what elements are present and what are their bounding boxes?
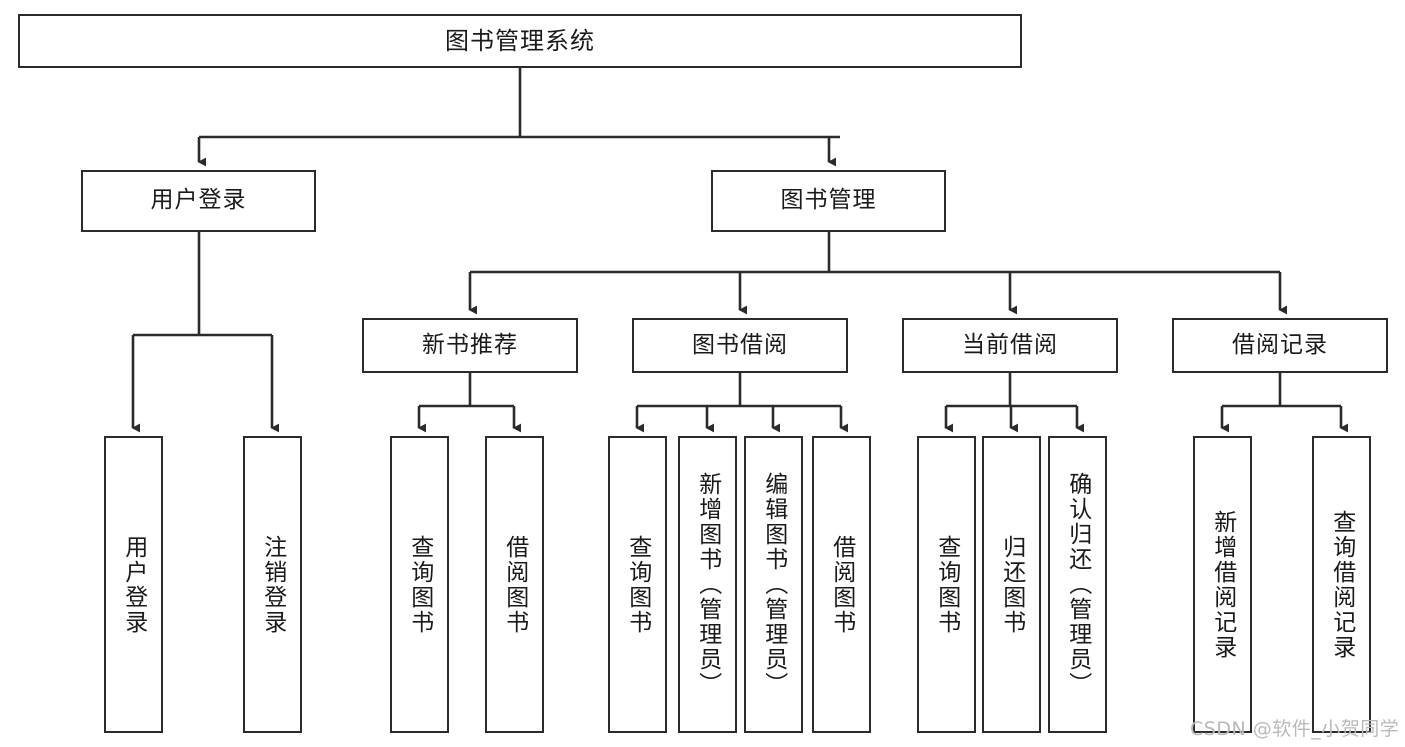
node-leaf-query-book-1[interactable]: 查询图书 [390,436,449,733]
node-label: 图书借阅 [692,331,788,358]
node-leaf-add-book[interactable]: 新增图书（管理员） [678,436,737,733]
node-borrow-record[interactable]: 借阅记录 [1172,318,1388,373]
node-book-management[interactable]: 图书管理 [711,170,946,232]
node-user-login[interactable]: 用户登录 [81,170,316,232]
node-leaf-add-borrow-record[interactable]: 新增借阅记录 [1193,436,1252,733]
node-leaf-borrow-book-1[interactable]: 借阅图书 [485,436,544,733]
node-leaf-query-book-2[interactable]: 查询图书 [608,436,667,733]
node-leaf-borrow-book-2[interactable]: 借阅图书 [812,436,871,733]
node-label: 新书推荐 [422,331,518,358]
node-leaf-user-login[interactable]: 用户登录 [104,436,163,733]
node-label: 当前借阅 [962,331,1058,358]
node-leaf-logout[interactable]: 注销登录 [243,436,302,733]
watermark-text: CSDN @软件_小贺同学 [1190,718,1400,740]
node-label: 用户登录 [120,534,147,635]
node-label: 查询图书 [624,534,651,635]
node-leaf-query-book-3[interactable]: 查询图书 [917,436,976,733]
node-leaf-query-borrow-record[interactable]: 查询借阅记录 [1312,436,1371,733]
node-label: 用户登录 [150,187,247,214]
node-leaf-confirm-return[interactable]: 确认归还（管理员） [1048,436,1107,733]
node-label: 确认归还（管理员） [1064,472,1091,697]
node-label: 注销登录 [259,534,286,635]
node-label: 归还图书 [998,534,1025,635]
node-label: 借阅图书 [828,534,855,635]
node-label: 查询图书 [406,534,433,635]
node-current-borrow[interactable]: 当前借阅 [902,318,1118,373]
node-label: 查询图书 [933,534,960,635]
node-label: 借阅图书 [501,534,528,635]
node-label: 图书管理 [780,187,877,214]
node-label: 新增图书（管理员） [694,472,721,697]
node-label: 新增借阅记录 [1209,509,1236,660]
node-label: 图书管理系统 [445,26,595,55]
node-label: 借阅记录 [1232,331,1328,358]
node-label: 编辑图书（管理员） [760,472,787,697]
node-label: 查询借阅记录 [1328,509,1355,660]
node-book-borrow[interactable]: 图书借阅 [632,318,848,373]
node-new-book-recommendation[interactable]: 新书推荐 [362,318,578,373]
node-leaf-edit-book[interactable]: 编辑图书（管理员） [744,436,803,733]
node-root-book-management-system[interactable]: 图书管理系统 [18,14,1022,68]
node-leaf-return-book[interactable]: 归还图书 [982,436,1041,733]
